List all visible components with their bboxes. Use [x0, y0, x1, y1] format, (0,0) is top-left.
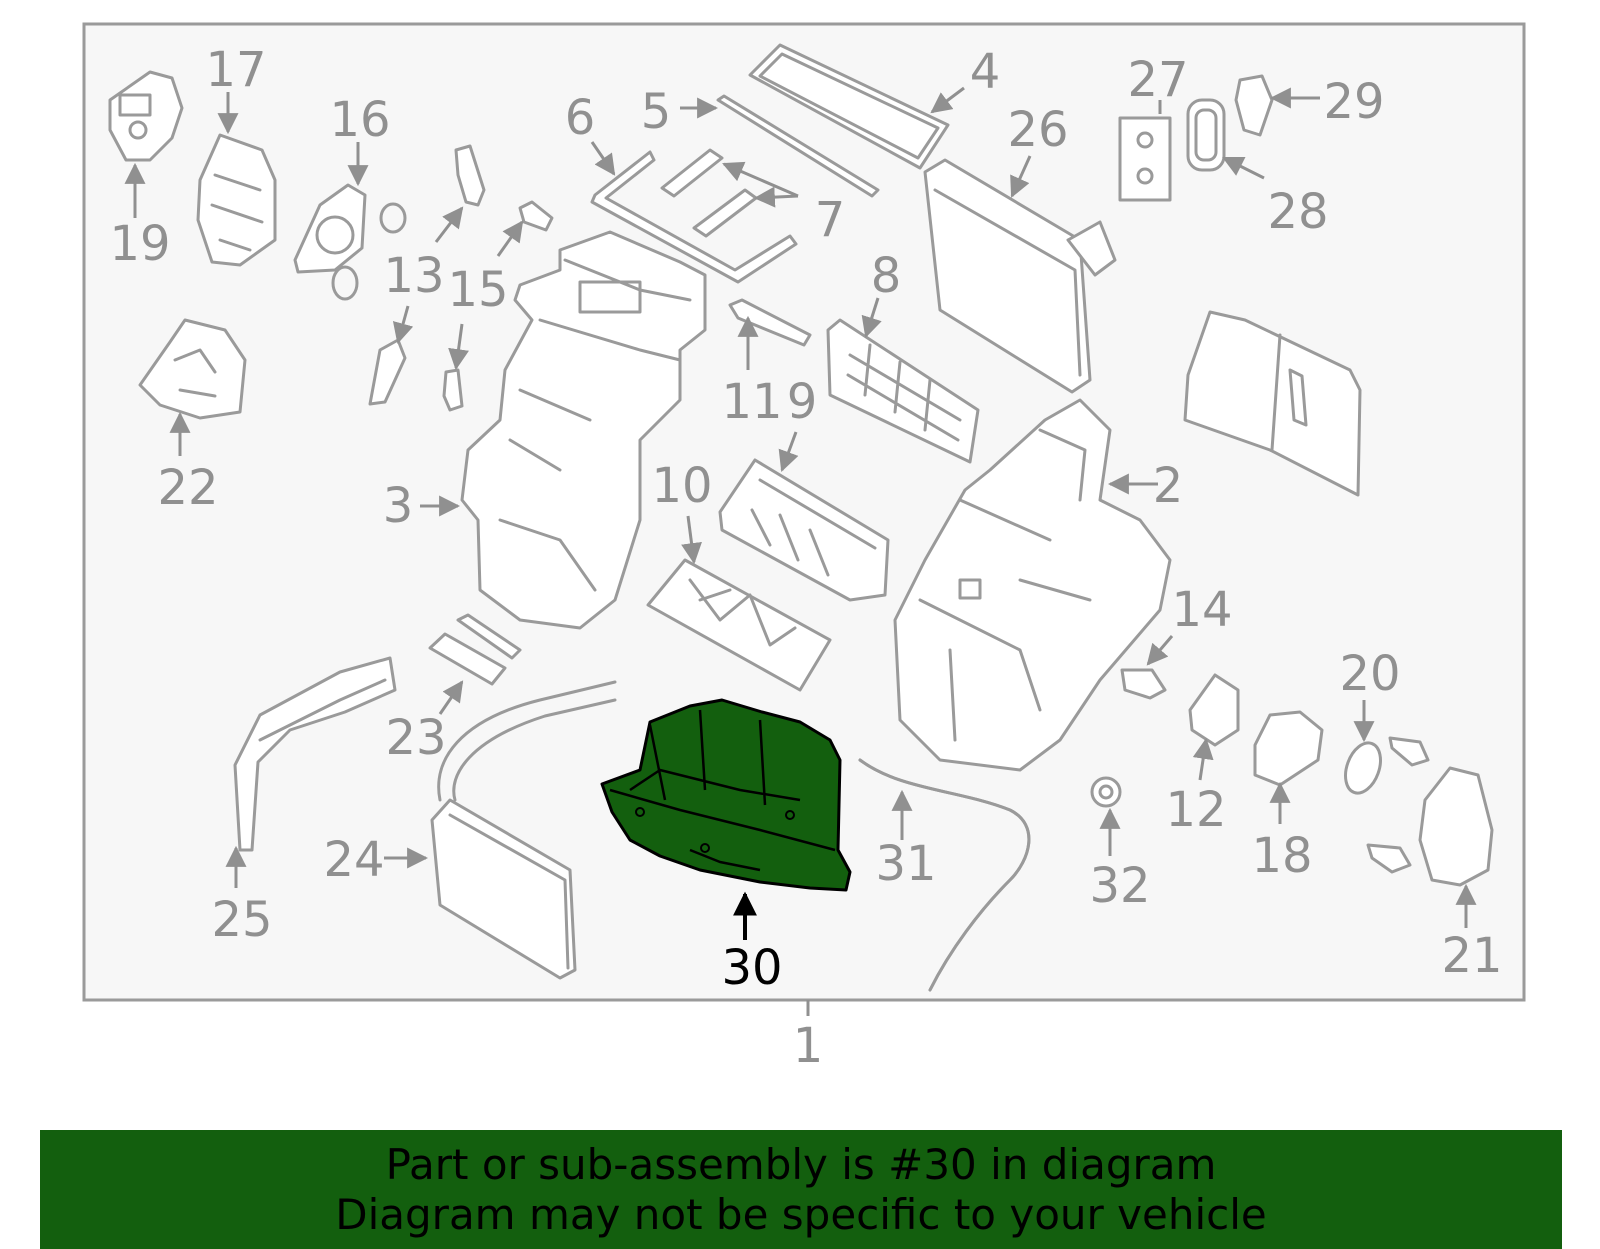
part-14-bushing[interactable]: [1120, 668, 1167, 700]
label-8: 8: [871, 248, 902, 304]
part-10-door[interactable]: [646, 558, 832, 692]
label-7: 7: [815, 192, 846, 248]
label-9: 9: [787, 374, 818, 430]
label-16: 16: [329, 92, 390, 148]
label-20: 20: [1339, 646, 1400, 702]
part-5-seal[interactable]: [716, 94, 880, 198]
part-19-actuator[interactable]: [108, 70, 184, 162]
label-28: 28: [1267, 184, 1328, 240]
part-24-heater-core[interactable]: [430, 680, 617, 980]
label-14: 14: [1171, 582, 1232, 638]
label-27: 27: [1127, 52, 1188, 108]
label-11: 11: [721, 374, 782, 430]
part-8-door[interactable]: [826, 318, 980, 464]
part-4-filter[interactable]: [748, 43, 950, 170]
part-12-actuator[interactable]: [1188, 673, 1240, 747]
part-30-lower-case[interactable]: [600, 698, 852, 892]
label-2: 2: [1153, 458, 1184, 514]
label-5: 5: [641, 84, 672, 140]
parts-diagram: 1 2 3 4 5 6 7 8 9 10 11 12 13 14 15 16 1…: [82, 22, 1526, 1074]
label-21: 21: [1441, 928, 1502, 984]
part-25-duct[interactable]: [233, 656, 397, 852]
label-18: 18: [1251, 828, 1312, 884]
part-20-motor[interactable]: [1339, 736, 1430, 874]
label-6: 6: [565, 90, 596, 146]
part-18-actuator[interactable]: [1253, 710, 1324, 787]
label-32: 32: [1089, 858, 1150, 914]
label-4: 4: [970, 44, 1001, 100]
banner-line-1: Part or sub-assembly is #30 in diagram: [385, 1139, 1217, 1189]
label-31: 31: [875, 836, 936, 892]
label-13: 13: [383, 248, 444, 304]
label-3: 3: [383, 478, 414, 534]
part-7-seals[interactable]: [660, 148, 758, 238]
part-21-actuator[interactable]: [1418, 766, 1494, 887]
part-31-drain-hose[interactable]: [858, 758, 1031, 992]
label-15: 15: [447, 262, 508, 318]
label-30: 30: [721, 940, 782, 996]
part-6-seal[interactable]: [590, 150, 798, 284]
part-23-bracket[interactable]: [428, 613, 522, 686]
label-23: 23: [385, 710, 446, 766]
label-12: 12: [1165, 782, 1226, 838]
label-19: 19: [109, 216, 170, 272]
label-17: 17: [205, 42, 266, 98]
part-3-case-left[interactable]: [460, 230, 707, 630]
label-26: 26: [1007, 102, 1068, 158]
label-1: 1: [793, 1018, 824, 1074]
part-27-gasket[interactable]: [1118, 116, 1172, 202]
part-28-grommet[interactable]: [1186, 98, 1226, 172]
part-11-screw[interactable]: [728, 298, 812, 347]
label-25: 25: [211, 892, 272, 948]
label-22: 22: [157, 460, 218, 516]
part-9-door[interactable]: [718, 458, 890, 602]
label-24: 24: [323, 832, 384, 888]
label-10: 10: [651, 458, 712, 514]
part-15-link[interactable]: [442, 200, 554, 412]
label-29: 29: [1323, 74, 1384, 130]
part-17-actuator[interactable]: [196, 133, 277, 267]
part-flap-panel[interactable]: [1183, 310, 1362, 497]
callout-labels: 1 2 3 4 5 6 7 8 9 10 11 12 13 14 15 16 1…: [109, 42, 1502, 1074]
leader-lines: [124, 86, 1477, 940]
info-banner: Part or sub-assembly is #30 in diagram D…: [40, 1130, 1562, 1249]
part-32-grommet[interactable]: [1090, 776, 1122, 808]
banner-line-2: Diagram may not be specific to your vehi…: [335, 1189, 1267, 1239]
part-29-fitting[interactable]: [1234, 74, 1274, 137]
part-2-case-right[interactable]: [893, 398, 1172, 772]
part-22-actuator[interactable]: [138, 318, 247, 420]
part-16-blower-motor[interactable]: [293, 183, 407, 301]
part-26-evaporator[interactable]: [923, 158, 1117, 394]
